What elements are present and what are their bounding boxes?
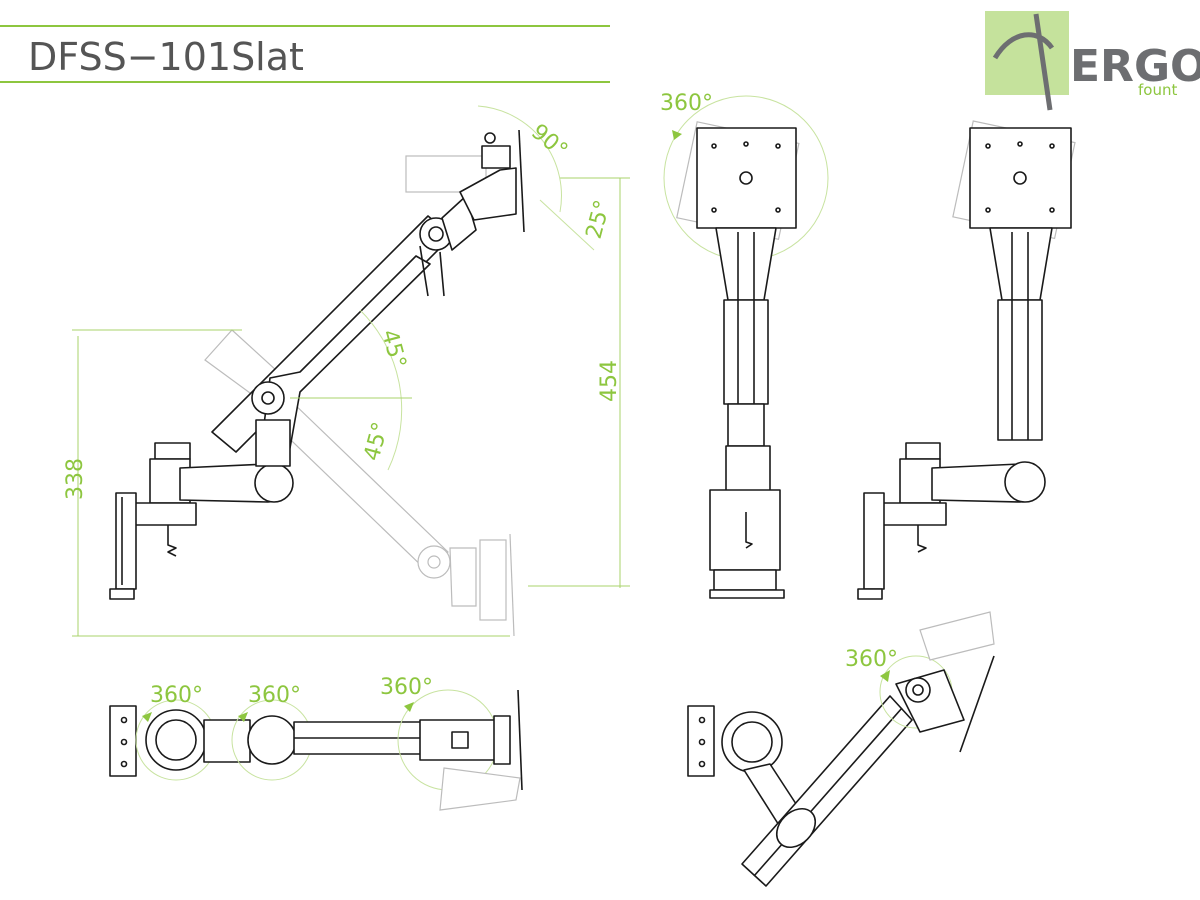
- rotation-arrow-icon: [404, 702, 414, 712]
- angled-view: 360°: [687, 611, 995, 887]
- front-arm-upper: [715, 227, 777, 301]
- main-arm: [211, 215, 453, 453]
- header: DFSS−101Slat: [0, 25, 610, 83]
- tilt-down-angle-label: 25°: [582, 197, 616, 241]
- front-base: [709, 489, 781, 571]
- rear-arm-middle: [997, 299, 1043, 441]
- rotation-arrow-icon: [142, 712, 152, 722]
- angled-rotation-label: 360°: [845, 647, 898, 672]
- brand-logo: ERGO fount: [985, 11, 1200, 111]
- top-view-arm-1: [203, 719, 251, 763]
- slat-mount: [115, 492, 137, 590]
- slat-clamp-top: [131, 502, 197, 526]
- vesa-plate: [518, 129, 525, 233]
- vesa-head-top: [481, 145, 511, 169]
- rear-slat-mount: [863, 492, 885, 590]
- rotation-arrow-icon: [238, 712, 248, 722]
- angled-view-joint-1: [721, 711, 783, 773]
- product-title: DFSS−101Slat: [28, 35, 304, 79]
- rear-view: [857, 120, 1076, 600]
- top-view-joint-2: [247, 715, 297, 765]
- logo-swoosh-icon: [992, 32, 1055, 60]
- vesa-plate-rear: [969, 127, 1072, 229]
- top-rotation-label-1: 360°: [150, 683, 203, 708]
- logo-wordmark: ERGO: [1070, 41, 1200, 92]
- side-view-ghost-raised: [204, 155, 487, 413]
- angled-view-vesa-plate: [959, 655, 995, 753]
- rotation-arrow-icon: [880, 670, 890, 682]
- vesa-plate-front: [696, 127, 797, 229]
- arm-pivot-joint: [251, 381, 285, 415]
- side-view-ghost-lowered: [267, 399, 515, 637]
- top-view-vesa-plate: [517, 689, 523, 791]
- front-view: 360°: [660, 91, 829, 599]
- front-rotation-label: 360°: [660, 91, 713, 116]
- rotation-arrow-icon: [672, 130, 682, 140]
- rear-base-joint: [1004, 461, 1046, 503]
- arm-swing-arc: [359, 309, 403, 471]
- top-view-joint-1: [145, 709, 207, 771]
- base-joint: [254, 463, 294, 503]
- vesa-head-bracket: [459, 167, 517, 221]
- dimension-width-label: 338: [63, 458, 88, 500]
- tilt-up-angle-label: 90°: [526, 119, 572, 163]
- front-arm-middle: [723, 299, 769, 405]
- arm-down-angle-label: 45°: [360, 419, 394, 463]
- logo-stroke-icon: [1033, 13, 1053, 111]
- top-rotation-label-3: 360°: [380, 675, 433, 700]
- dimension-height-label: 454: [597, 360, 622, 402]
- top-view: 360° 360° 360°: [109, 675, 523, 811]
- arm-up-angle-label: 45°: [376, 327, 410, 371]
- logo-subtitle: fount: [1138, 81, 1177, 99]
- side-view-dimensions: 338 454 45° 45° 90° 25°: [63, 105, 630, 637]
- side-view: [109, 129, 525, 637]
- top-rotation-label-2: 360°: [248, 683, 301, 708]
- rear-arm-upper: [989, 227, 1053, 301]
- head-tilt-arc: [477, 105, 562, 213]
